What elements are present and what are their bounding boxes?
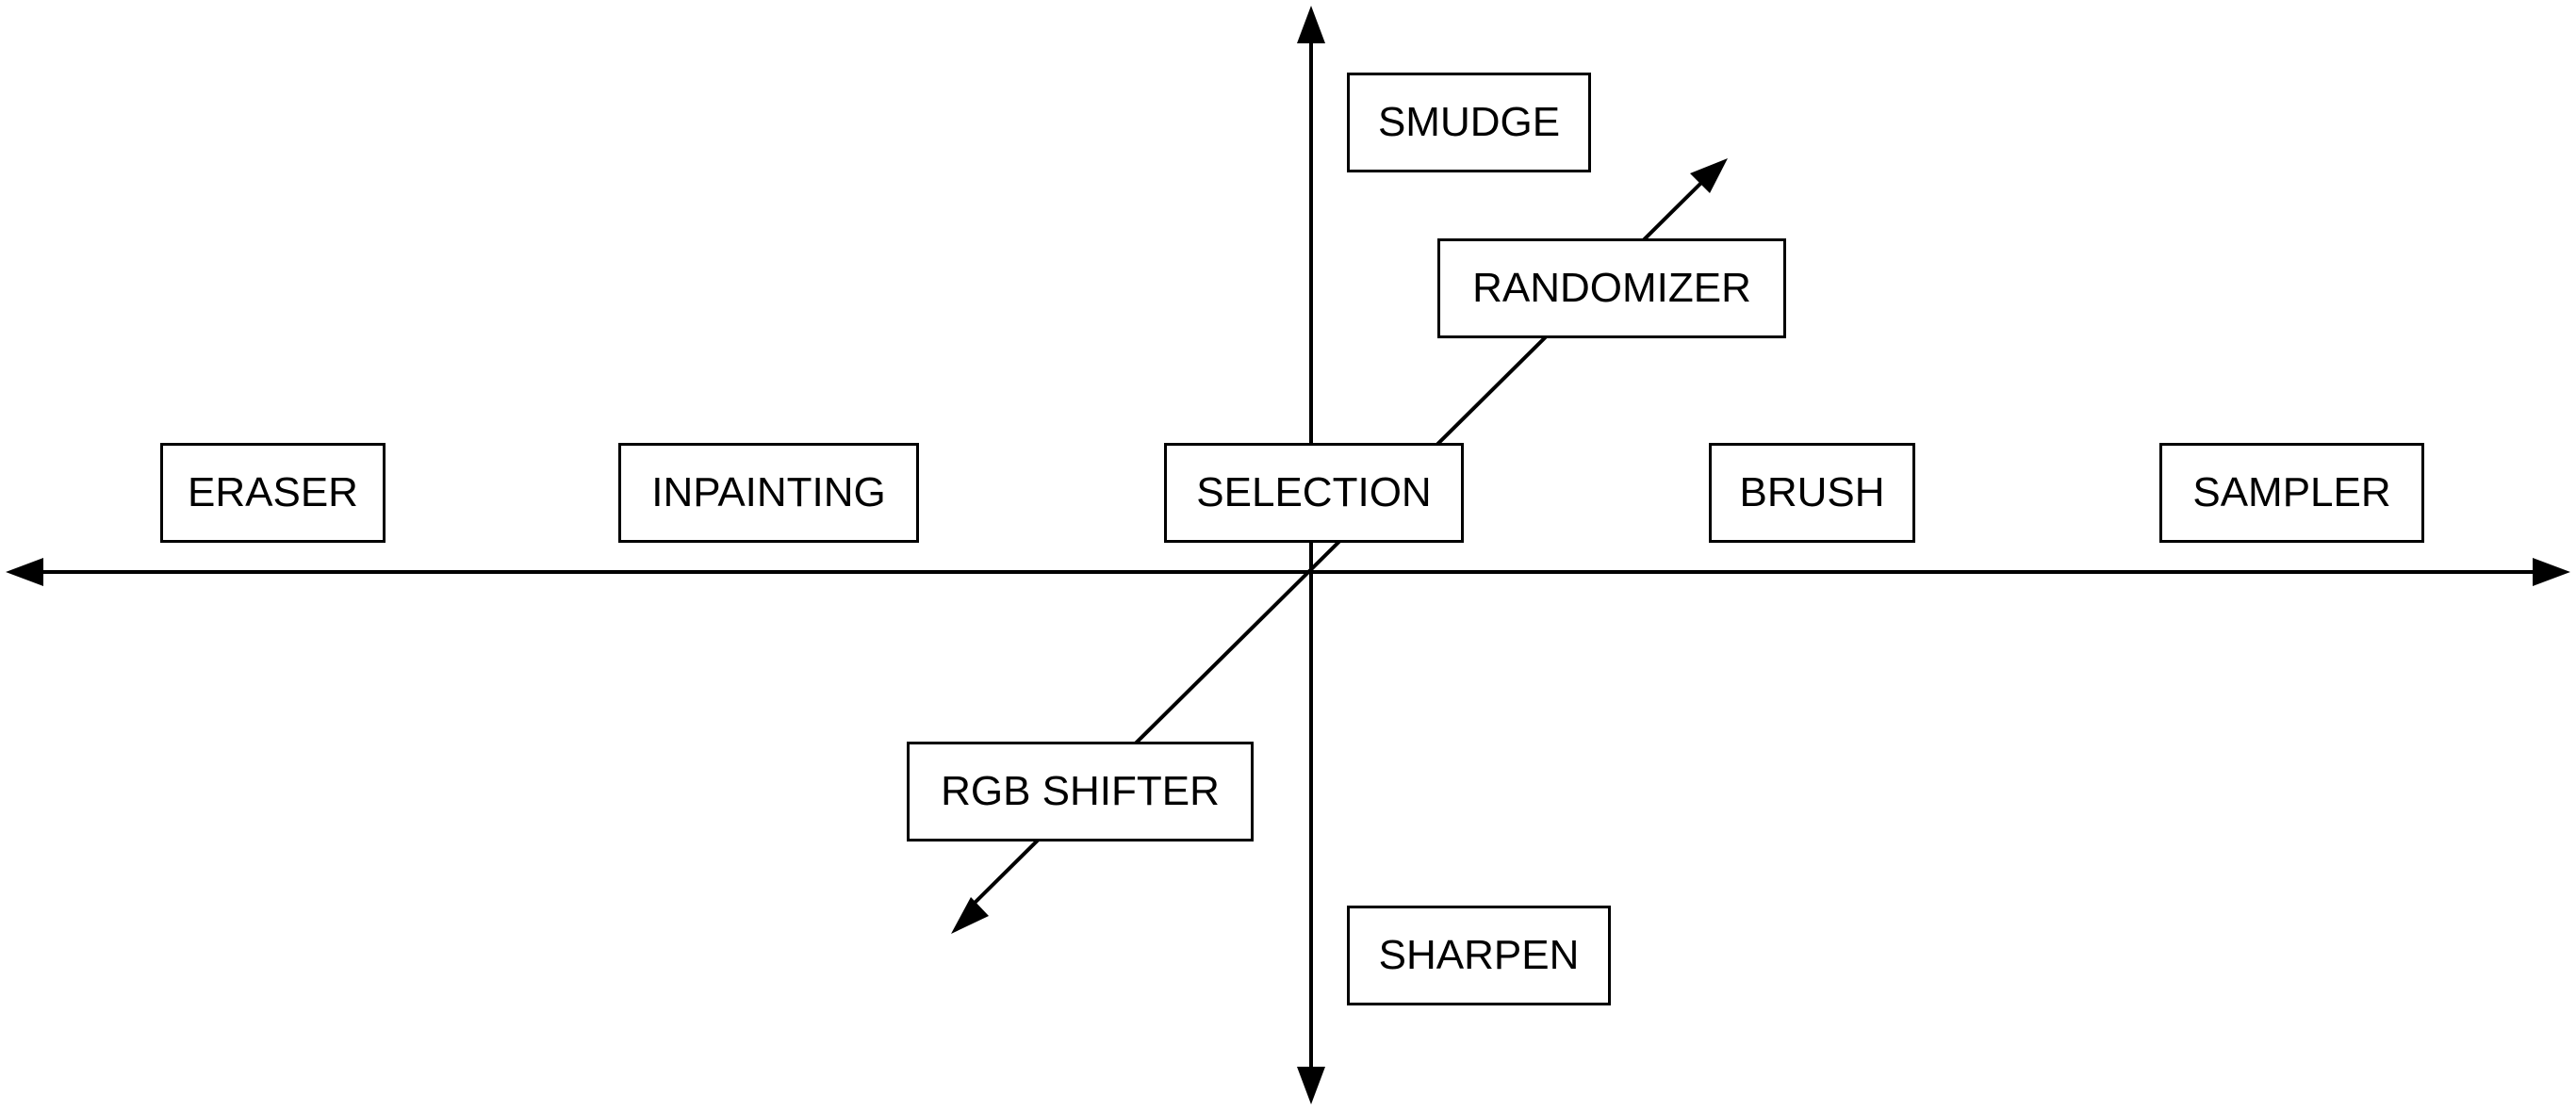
vertical-axis <box>1297 6 1325 1104</box>
node-smudge: SMUDGE <box>1347 73 1591 172</box>
diagonal-axis-upper-arrow <box>1690 158 1728 193</box>
node-rgb-shifter-label: RGB SHIFTER <box>941 768 1220 814</box>
node-eraser: ERASER <box>160 443 386 543</box>
vertical-axis-bottom-arrow <box>1297 1067 1325 1104</box>
node-randomizer: RANDOMIZER <box>1437 238 1786 338</box>
node-inpainting: INPAINTING <box>618 443 919 543</box>
node-sharpen-label: SHARPEN <box>1378 932 1580 978</box>
node-selection-label: SELECTION <box>1196 469 1432 515</box>
node-sampler-label: SAMPLER <box>2192 469 2391 515</box>
horizontal-axis-right-arrow <box>2533 558 2570 586</box>
node-sharpen: SHARPEN <box>1347 906 1611 1005</box>
node-inpainting-label: INPAINTING <box>651 469 886 515</box>
node-brush: BRUSH <box>1709 443 1915 543</box>
horizontal-axis <box>6 558 2570 586</box>
node-brush-label: BRUSH <box>1739 469 1885 515</box>
node-smudge-label: SMUDGE <box>1377 99 1561 145</box>
vertical-axis-top-arrow <box>1297 6 1325 43</box>
node-sampler: SAMPLER <box>2159 443 2424 543</box>
diagonal-axis-lower-arrow <box>951 897 989 934</box>
node-selection: SELECTION <box>1164 443 1464 543</box>
node-randomizer-label: RANDOMIZER <box>1472 265 1751 311</box>
node-rgb-shifter: RGB SHIFTER <box>907 742 1254 841</box>
node-eraser-label: ERASER <box>188 469 358 515</box>
horizontal-axis-left-arrow <box>6 558 43 586</box>
